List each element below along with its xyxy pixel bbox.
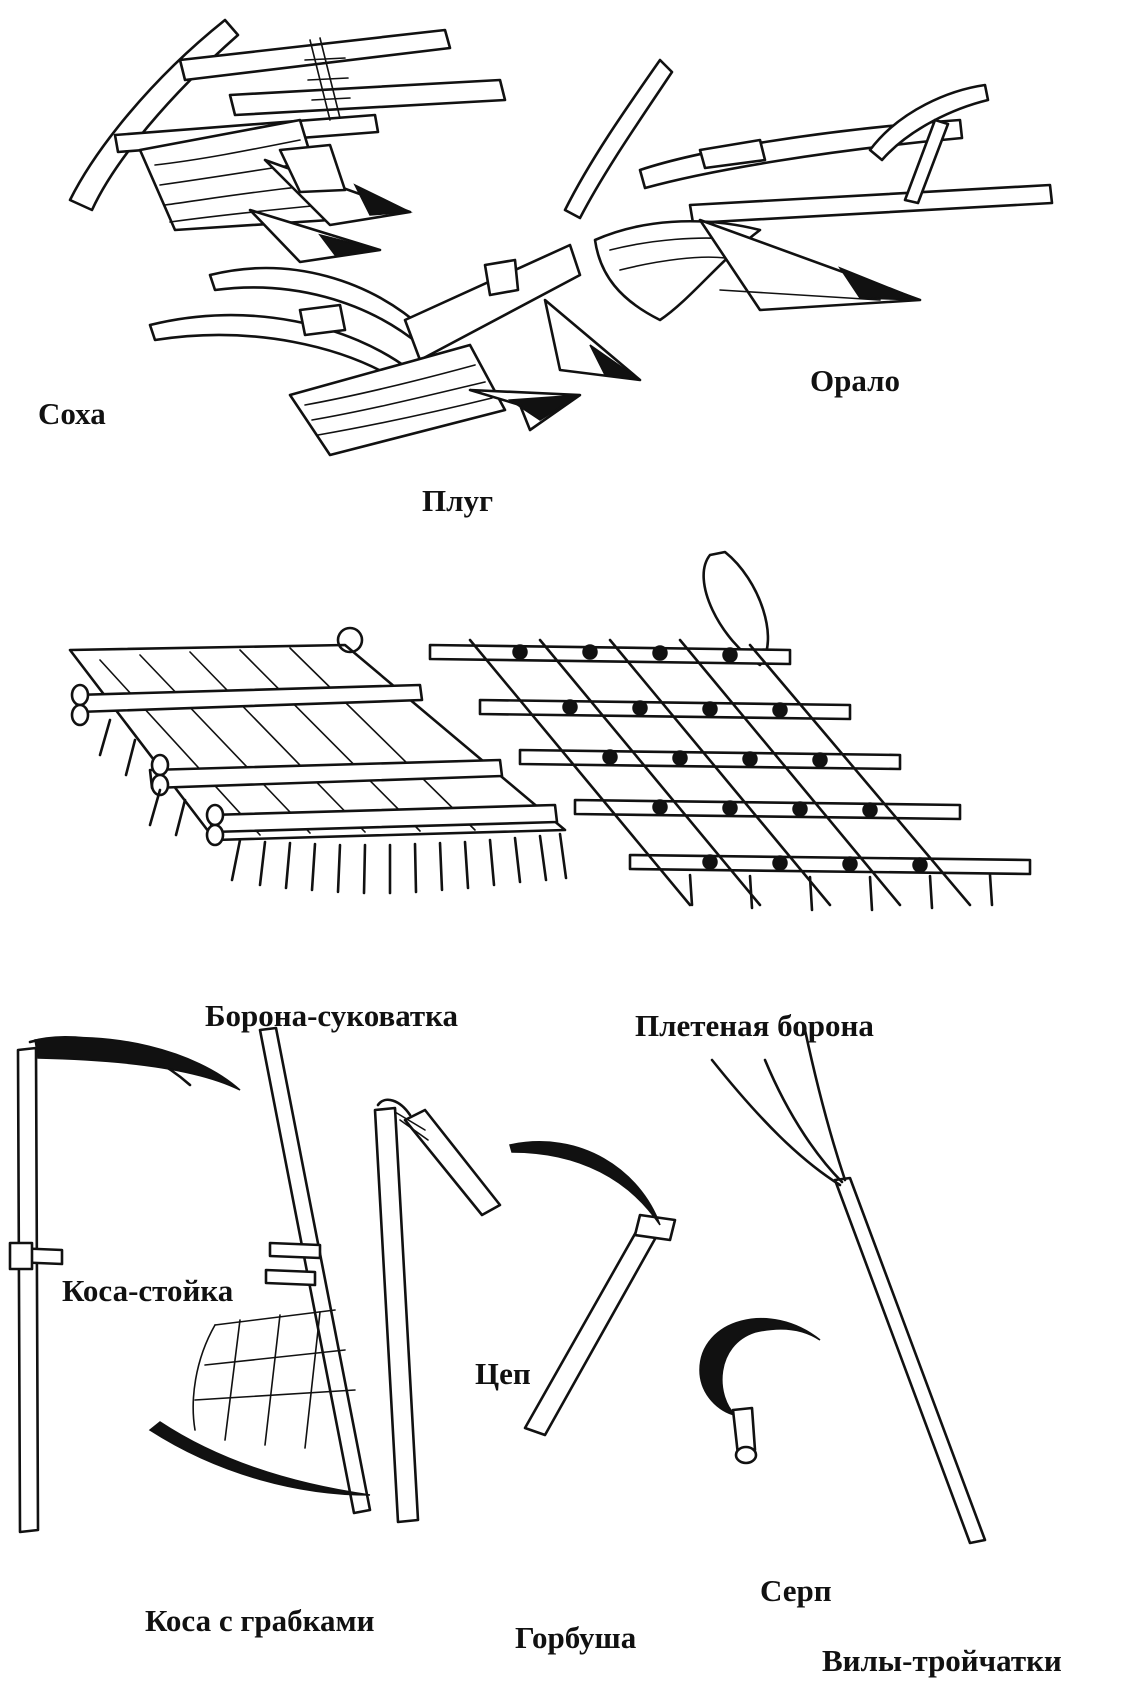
label-gorbusha: Горбуша: [515, 1620, 637, 1655]
gorbusha-drawing: [509, 1141, 677, 1437]
label-tsep: Цеп: [475, 1356, 531, 1391]
sokha-drawing: [68, 18, 507, 264]
kosa-stoyka-drawing: [8, 1036, 241, 1534]
borona-sukovatka-drawing: [68, 626, 568, 895]
label-serp: Серп: [760, 1573, 832, 1608]
label-plug: Плуг: [422, 483, 494, 518]
pletenaya-borona-drawing: [428, 550, 1032, 912]
kosa-s-grabkami-drawing: [148, 1026, 372, 1515]
label-pletenaya-borona: Плетеная борона: [635, 1008, 874, 1043]
oralo-drawing: [563, 58, 1054, 322]
tsep-drawing: [373, 1098, 502, 1524]
label-vily-troychatki: Вилы-тройчатки: [822, 1643, 1062, 1678]
label-borona-sukovatka: Борона-суковатка: [205, 998, 459, 1033]
label-sokha: Соха: [38, 396, 106, 431]
label-kosa-s-grabkami: Коса с грабками: [145, 1603, 375, 1638]
vily-troychatki-drawing: [710, 1028, 987, 1545]
label-kosa-stoyka: Коса-стойка: [62, 1273, 234, 1308]
label-oralo: Орало: [810, 363, 901, 398]
plug-drawing: [148, 243, 642, 457]
serp-drawing: [699, 1317, 821, 1465]
